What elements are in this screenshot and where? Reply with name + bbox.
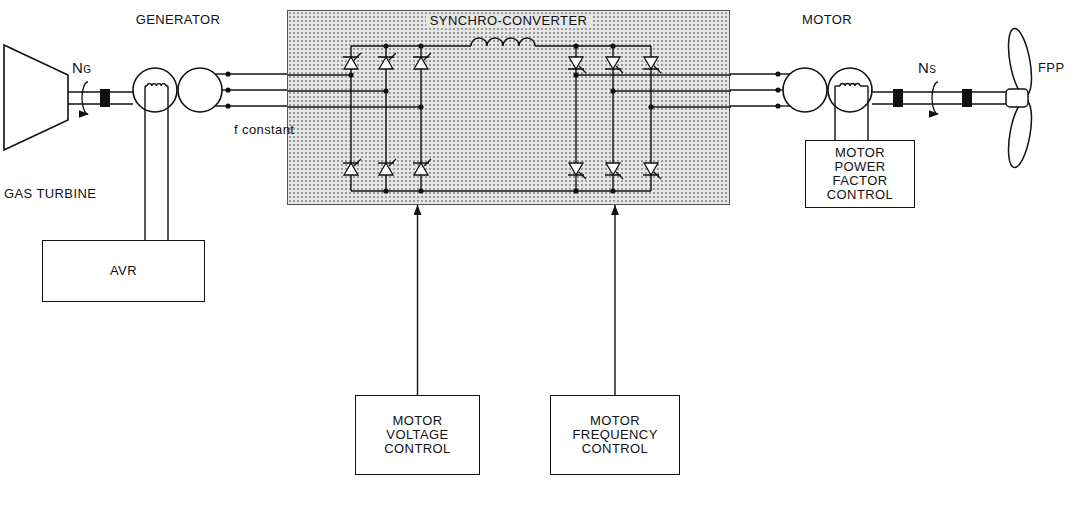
junction-dot xyxy=(775,71,780,76)
field-lead xyxy=(167,86,168,122)
thyristor-gate xyxy=(654,66,661,73)
component-label: GAS TURBINE xyxy=(4,186,96,202)
junction-dot xyxy=(775,103,780,108)
component-label: FPP xyxy=(1038,60,1064,76)
junction-dot xyxy=(573,188,578,193)
box-label: MOTOR xyxy=(798,13,856,27)
junction-dot xyxy=(610,188,615,193)
propeller-shaft xyxy=(872,91,1006,92)
dc-rail xyxy=(535,45,651,46)
junction-dot xyxy=(610,88,615,93)
junction-dot xyxy=(418,104,423,109)
ac-input-wire xyxy=(288,74,351,75)
box-label: GENERATOR xyxy=(132,13,225,27)
rotation-arrow xyxy=(932,82,938,114)
control-box: MOTOR FREQUENCY CONTROL xyxy=(550,395,680,475)
junction-dot xyxy=(383,188,388,193)
thyristor-gate xyxy=(616,66,623,73)
dc-rail xyxy=(351,190,651,191)
wire xyxy=(834,122,835,140)
junction-dot xyxy=(225,87,230,92)
dc-rail xyxy=(351,45,471,46)
thyristor-gate xyxy=(389,53,396,60)
junction-dot xyxy=(573,43,578,48)
wire xyxy=(228,89,287,90)
junction-dot xyxy=(610,43,615,48)
converter-box: SYNCHRO-CONVERTER xyxy=(287,10,730,205)
wire xyxy=(835,85,840,86)
thyristor-gate xyxy=(616,172,623,179)
control-box: MOTOR VOLTAGE CONTROL xyxy=(355,395,480,475)
generator-machine: GENERATOR xyxy=(128,10,228,122)
wire xyxy=(730,89,778,90)
junction-dot xyxy=(648,104,653,109)
junction-dot xyxy=(383,88,388,93)
wire xyxy=(867,122,868,140)
control-arrow xyxy=(614,205,615,395)
thyristor-gate xyxy=(424,53,431,60)
ac-output-wire xyxy=(576,74,731,75)
ac-output-wire xyxy=(651,106,731,107)
dc-link-inductor xyxy=(471,38,535,46)
thyristor-gate xyxy=(389,159,396,166)
speed-symbol: NS xyxy=(918,60,936,78)
field-winding xyxy=(147,84,166,86)
machine-symbol xyxy=(288,11,731,206)
control-box: AVR xyxy=(42,240,205,302)
field-winding xyxy=(840,84,860,87)
thyristor-gate xyxy=(354,53,361,60)
propeller-shaft xyxy=(872,103,1006,104)
wire xyxy=(860,85,868,86)
propeller-hub xyxy=(1006,89,1028,107)
propeller-blade xyxy=(1004,99,1036,169)
box-label: SYNCHRO-CONVERTER xyxy=(426,14,592,28)
thyristor-gate xyxy=(424,159,431,166)
propeller-blade xyxy=(1004,27,1036,97)
ac-input-wire xyxy=(288,106,421,107)
field-lead xyxy=(867,86,868,122)
field-lead xyxy=(834,86,835,122)
generator-field-circle xyxy=(133,68,177,112)
shaft-coupling xyxy=(962,89,972,107)
wire xyxy=(730,73,778,74)
motor-machine: MOTOR xyxy=(778,10,876,122)
thyristor-gate xyxy=(354,159,361,166)
box-label: MOTOR FREQUENCY CONTROL xyxy=(573,414,658,456)
junction-dot xyxy=(573,72,578,77)
speed-symbol: NG xyxy=(72,60,91,78)
shaft-coupling xyxy=(893,89,903,107)
shaft-coupling xyxy=(100,89,110,107)
box-label: AVR xyxy=(110,264,137,278)
box-label: MOTOR POWER FACTOR CONTROL xyxy=(827,146,893,202)
rotation-arrow xyxy=(82,82,88,114)
frequency-note: f constant xyxy=(234,122,294,138)
field-lead xyxy=(144,86,145,122)
wire xyxy=(144,122,145,240)
junction-dot xyxy=(775,87,780,92)
ac-output-wire xyxy=(613,90,731,91)
wire xyxy=(730,105,778,106)
thyristor-gate xyxy=(654,172,661,179)
gas-turbine-symbol xyxy=(4,45,68,150)
junction-dot xyxy=(348,72,353,77)
junction-dot xyxy=(225,71,230,76)
junction-dot xyxy=(383,43,388,48)
ac-input-wire xyxy=(288,90,386,91)
junction-dot xyxy=(418,188,423,193)
control-box: MOTOR POWER FACTOR CONTROL xyxy=(805,140,915,208)
thyristor-gate xyxy=(579,172,586,179)
thyristor-gate xyxy=(579,66,586,73)
box-label: MOTOR VOLTAGE CONTROL xyxy=(384,414,450,456)
wire xyxy=(228,73,287,74)
junction-dot xyxy=(225,103,230,108)
control-arrow xyxy=(417,205,418,395)
wire xyxy=(228,105,287,106)
junction-dot xyxy=(418,43,423,48)
wire xyxy=(167,122,168,240)
